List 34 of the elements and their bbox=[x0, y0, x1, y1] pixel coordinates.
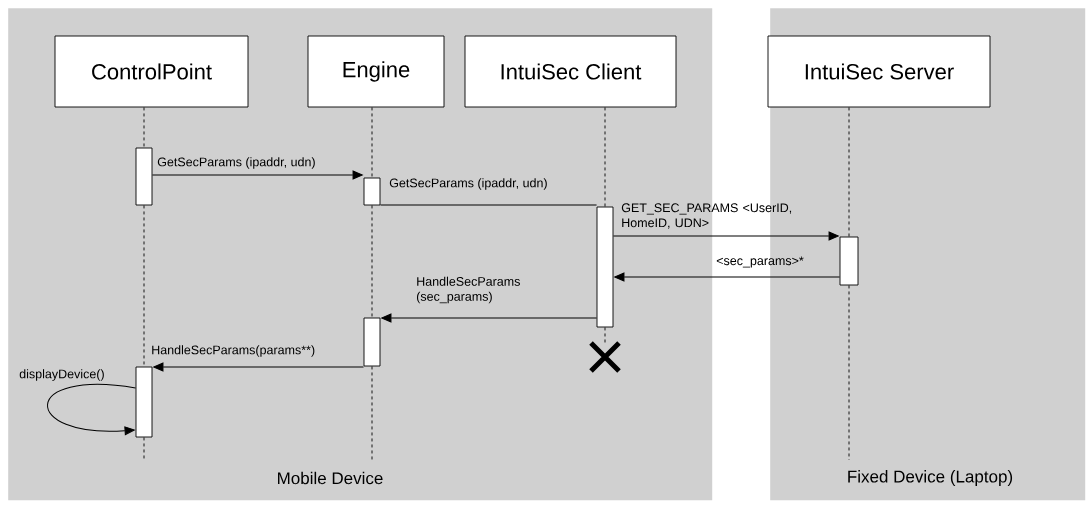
lifeline bbox=[371, 107, 373, 178]
lifeline bbox=[604, 107, 606, 207]
lifeline bbox=[604, 327, 606, 344]
activation-bar bbox=[363, 317, 381, 367]
message-label: GET_SEC_PARAMS <UserID, HomeID, UDN> bbox=[621, 203, 792, 229]
lifeline-head: ControlPoint bbox=[54, 35, 249, 108]
lifeline bbox=[848, 285, 850, 461]
lifeline-head: IntuiSec Client bbox=[464, 35, 677, 108]
message-arrow bbox=[151, 170, 363, 180]
message-arrow bbox=[153, 362, 365, 372]
message-label: GetSecParams (ipaddr, udn) bbox=[389, 178, 547, 190]
message-arrow bbox=[612, 231, 839, 241]
lifeline bbox=[371, 205, 373, 318]
message-arrow bbox=[381, 313, 598, 323]
lifeline bbox=[143, 107, 145, 148]
message-label: <sec_params>* bbox=[716, 256, 804, 268]
activation-bar bbox=[135, 147, 153, 206]
lifeline-head: Engine bbox=[307, 35, 445, 108]
activation-bar bbox=[596, 206, 614, 328]
message-label: displayDevice() bbox=[19, 369, 104, 381]
lifeline-head: IntuiSec Server bbox=[767, 35, 991, 108]
message-label: GetSecParams (ipaddr, udn) bbox=[157, 157, 315, 169]
activation-bar bbox=[839, 236, 859, 286]
lifeline bbox=[143, 437, 145, 461]
message-line bbox=[379, 204, 598, 206]
message-label: HandleSecParams(params**) bbox=[152, 345, 315, 357]
message-label: HandleSecParams (sec_params) bbox=[416, 276, 520, 304]
lifeline bbox=[143, 205, 145, 367]
lifeline bbox=[371, 366, 373, 461]
message-arrow bbox=[614, 272, 841, 282]
activation-bar bbox=[135, 366, 153, 438]
activation-bar bbox=[363, 177, 381, 206]
self-message-arrow bbox=[47, 384, 137, 436]
lifeline bbox=[848, 107, 850, 237]
